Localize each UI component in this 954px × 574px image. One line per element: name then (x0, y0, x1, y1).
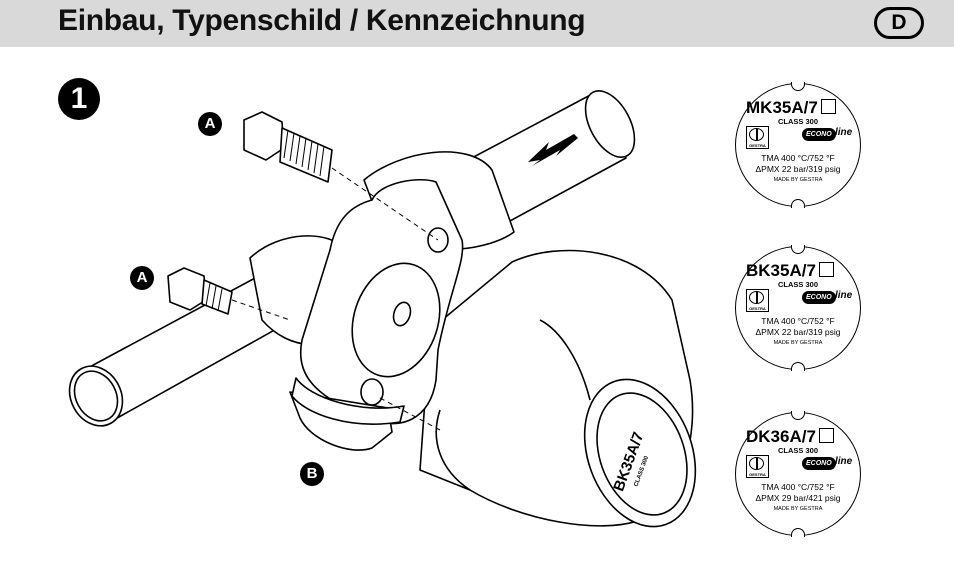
callout-a-upper: A (198, 112, 222, 136)
page-title: Einbau, Typenschild / Kennzeichnung (58, 4, 586, 37)
callout-a-lower: A (130, 266, 154, 290)
language-badge: D (874, 7, 924, 39)
gestra-logo-icon: GESTRA (746, 455, 769, 478)
checkbox-square (818, 262, 834, 277)
plate-tma: TMA 400 °C/752 °F (761, 316, 835, 326)
upper-pipe-end (584, 90, 636, 158)
plate-class: CLASS 300 (777, 280, 819, 289)
econoline-logo: ECONO (802, 457, 836, 470)
bolt-upper-shank (279, 127, 333, 183)
plate-model: BK35A/7 (746, 261, 834, 281)
nameplate-dk36a7: DK36A/7 CLASS 300 GESTRA ECONO line TMA … (735, 411, 861, 537)
plate-pmx: ΔPMX 22 bar/319 psig (755, 327, 841, 337)
gestra-logo-icon: GESTRA (746, 126, 769, 149)
plate-pmx: ΔPMX 29 bar/421 psig (755, 493, 841, 503)
flow-arrow (528, 134, 578, 166)
step-number-badge: 1 (58, 78, 100, 120)
bolt-upper-head (243, 111, 285, 161)
callout-b: B (300, 462, 324, 486)
checkbox-square (818, 428, 834, 443)
nameplate-mk35a7: MK35A/7 CLASS 300 GESTRA ECONO line TMA … (735, 82, 861, 208)
nameplate-bk35a7: BK35A/7 CLASS 300 GESTRA ECONO line TMA … (735, 245, 861, 371)
plate-class: CLASS 300 (777, 446, 819, 455)
plate-class: CLASS 300 (777, 117, 819, 126)
plate-tma: TMA 400 °C/752 °F (761, 153, 835, 163)
econoline-logo: ECONO (802, 128, 836, 141)
checkbox-square (820, 99, 836, 114)
plate-model: MK35A/7 (746, 98, 836, 118)
econoline-logo: ECONO (802, 291, 836, 304)
plate-made-by: MADE BY GESTRA (773, 506, 823, 512)
plate-tma: TMA 400 °C/752 °F (761, 482, 835, 492)
plate-pmx: ΔPMX 22 bar/319 psig (755, 164, 841, 174)
plate-made-by: MADE BY GESTRA (773, 340, 823, 346)
page-header (0, 0, 954, 47)
bolt-hole-lower (360, 378, 384, 406)
device-nameplate (596, 392, 688, 516)
plate-made-by: MADE BY GESTRA (773, 177, 823, 183)
plate-model: DK36A/7 (746, 427, 834, 447)
gestra-logo-icon: GESTRA (746, 289, 769, 312)
bolt-lower-head (167, 267, 207, 311)
